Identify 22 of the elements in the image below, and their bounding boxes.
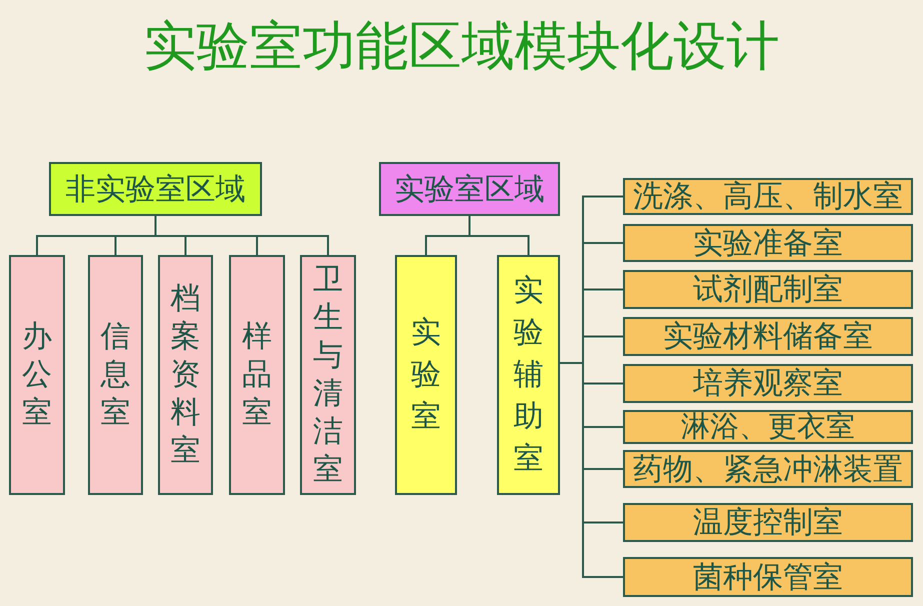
room-box: 菌种保管室 <box>623 557 913 597</box>
connector-line <box>560 362 623 578</box>
room-box: 温度控制室 <box>623 503 913 542</box>
room-box: 试剂配制室 <box>623 270 913 309</box>
room-box: 实验室 <box>395 255 457 495</box>
room-box: 样品室 <box>229 255 285 495</box>
header-box: 实验室区域 <box>379 162 560 216</box>
room-box: 办公室 <box>9 255 65 495</box>
room-box: 实验辅助室 <box>497 255 560 495</box>
title: 实验室功能区域模块化设计 <box>142 15 780 79</box>
room-box: 档案资料室 <box>158 255 213 495</box>
room-box: 卫生与清洁室 <box>300 255 356 495</box>
room-box: 培养观察室 <box>623 364 913 403</box>
connector-line <box>468 216 530 255</box>
room-box: 淋浴、更衣室 <box>623 410 913 444</box>
room-box: 洗涤、高压、制水室 <box>623 178 913 215</box>
room-box: 药物、紧急冲淋装置 <box>623 450 913 488</box>
room-box: 实验材料储备室 <box>623 317 913 356</box>
room-box: 信息室 <box>88 255 143 495</box>
header-box: 非实验室区域 <box>49 162 262 216</box>
connector-line <box>154 216 329 255</box>
room-box: 实验准备室 <box>623 224 913 262</box>
